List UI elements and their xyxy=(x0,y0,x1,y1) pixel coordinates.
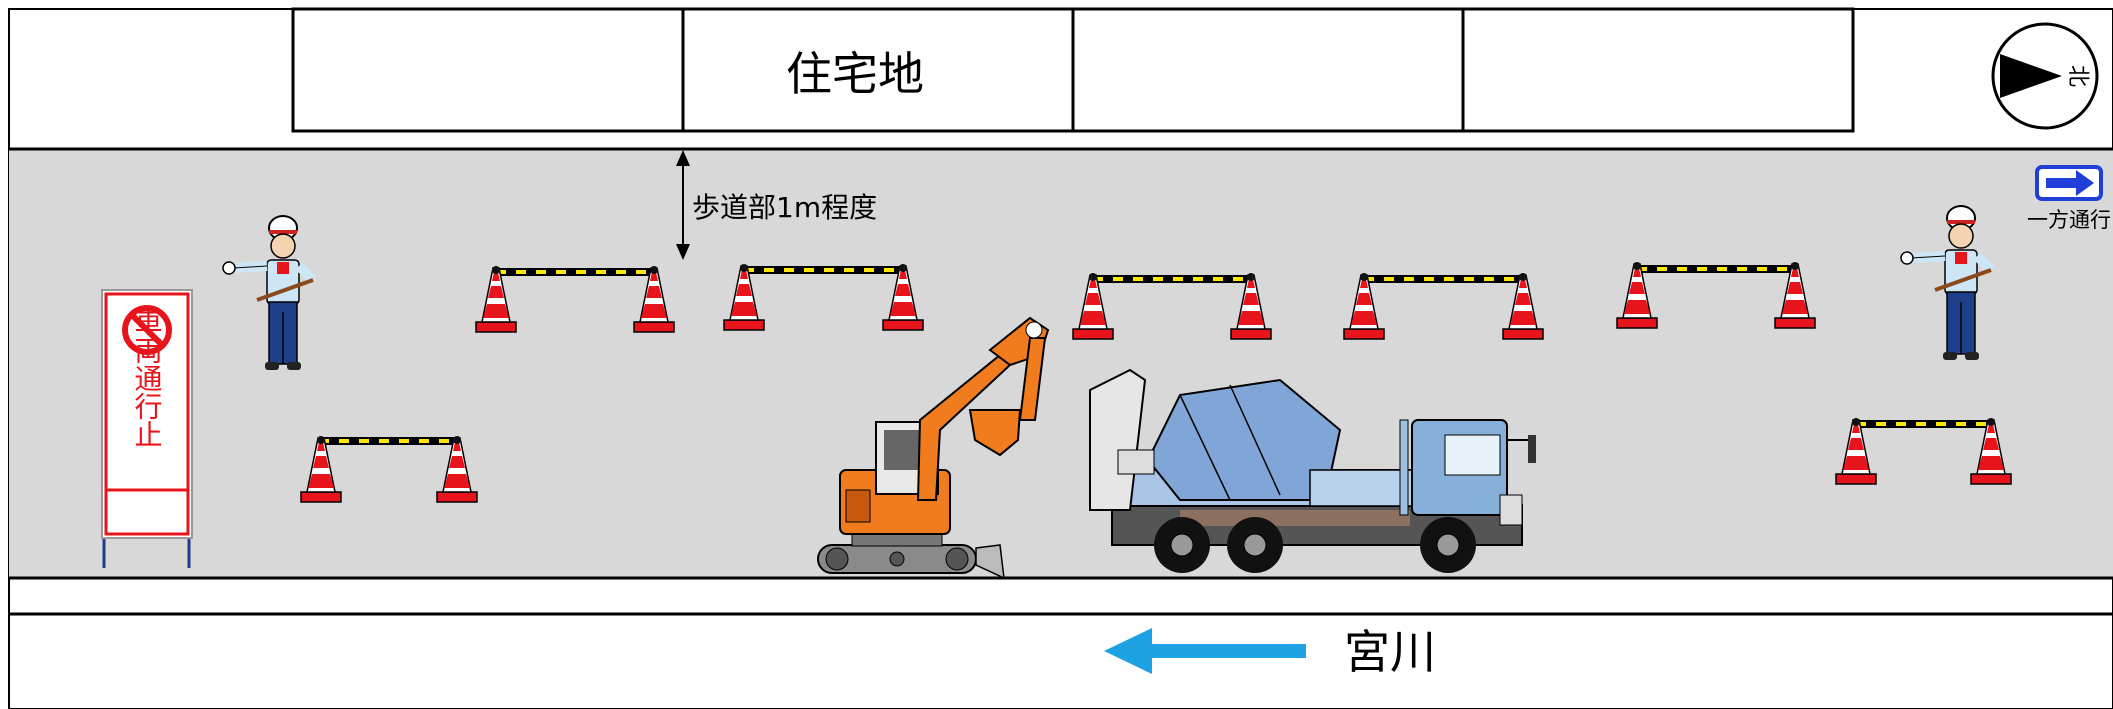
river-label: 宮川 xyxy=(1344,625,1436,679)
sidewalk-dimension-arrow xyxy=(676,150,690,260)
cone-barrier-3 xyxy=(723,263,924,331)
one-way-sign: 一方通行 xyxy=(2027,165,2111,232)
cone-barrier-5 xyxy=(1343,272,1544,340)
excavator xyxy=(817,316,1050,580)
sidewalk-note: 歩道部1m程度 xyxy=(692,191,877,224)
no-entry-label: 車両通行止 xyxy=(131,308,164,448)
river-flow-arrow-icon xyxy=(1104,628,1306,674)
cone-barrier-7 xyxy=(1835,417,2012,485)
no-entry-icon xyxy=(122,305,172,355)
cone-barrier-6 xyxy=(1616,261,1816,329)
road-closed-sign: 車両通行止 xyxy=(101,289,193,568)
compass-north-label: 北 xyxy=(2065,65,2090,87)
cone-barrier-4 xyxy=(1072,272,1272,340)
one-way-label: 一方通行 xyxy=(2027,208,2111,232)
residential-lots xyxy=(9,7,2113,133)
concrete-mixer-truck xyxy=(1089,368,1536,573)
compass-north-icon: 北 xyxy=(1991,22,2099,130)
cone-barrier-1 xyxy=(300,435,478,503)
road-surface xyxy=(9,149,2113,578)
residential-label: 住宅地 xyxy=(786,47,924,101)
cone-barrier-2 xyxy=(475,265,675,333)
